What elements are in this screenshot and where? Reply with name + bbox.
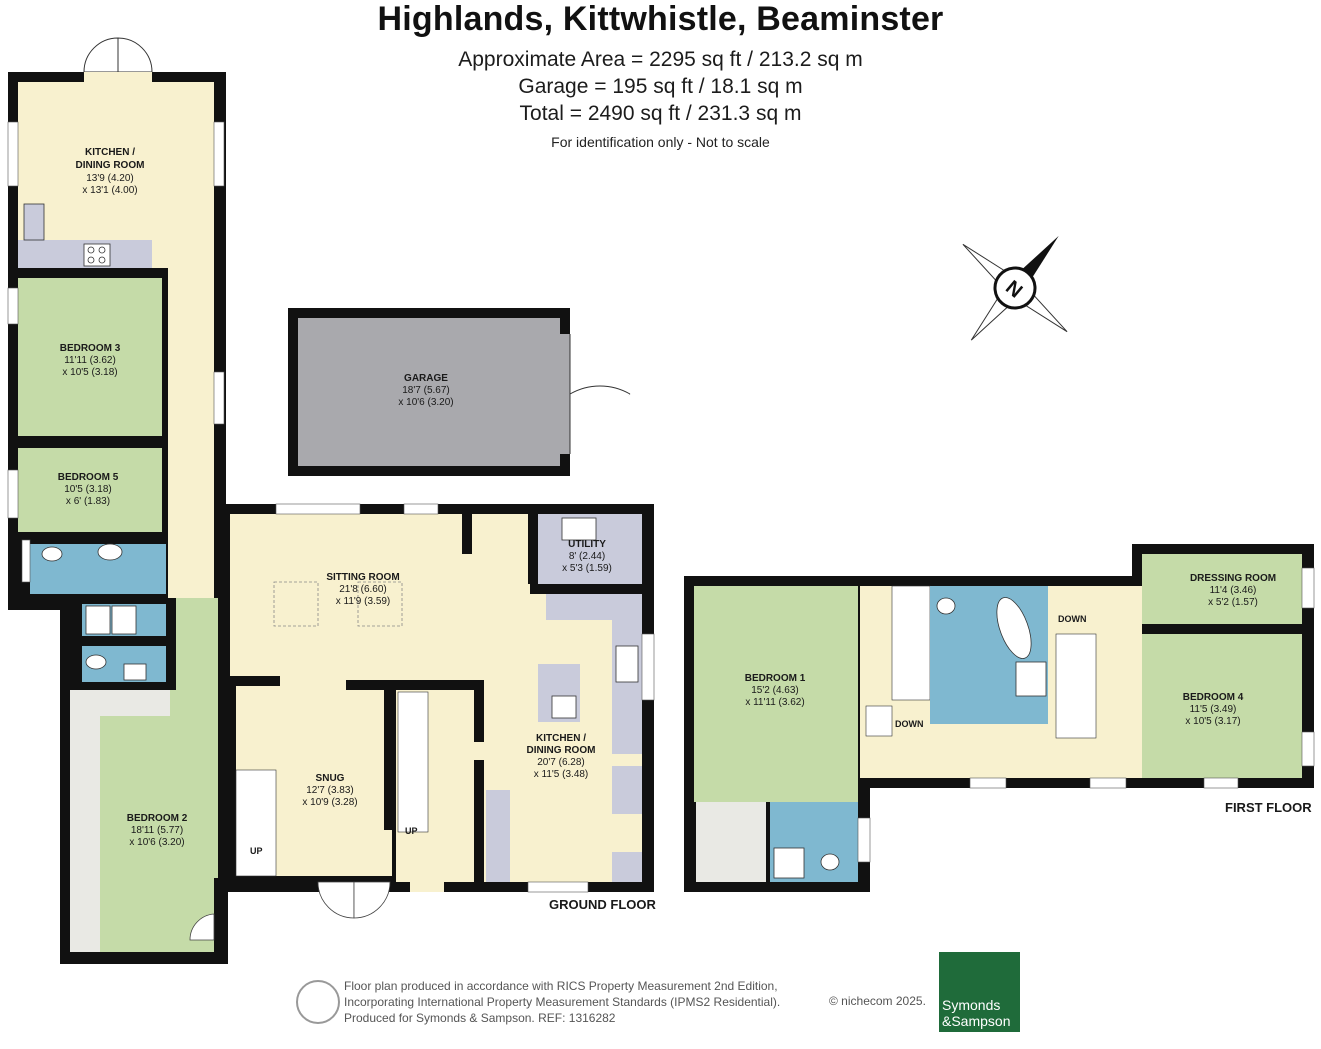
snug-name: SNUG — [316, 773, 345, 784]
kitchen-main-dim-1: 20'7 (6.28) — [537, 757, 585, 768]
dressing-room-name: DRESSING ROOM — [1190, 573, 1276, 584]
dressing-room-dim-1: 11'4 (3.46) — [1210, 585, 1257, 596]
kitchen-main-dim-2: x 11'5 (3.48) — [534, 769, 589, 780]
snug-dim-2: x 10'9 (3.28) — [302, 797, 357, 808]
sitting-room-dim-1: 21'8 (6.60) — [339, 584, 387, 595]
sitting-room-name: SITTING ROOM — [326, 572, 399, 583]
first-floor-block — [684, 544, 1315, 892]
bedroom-5-dim-2: x 6' (1.83) — [66, 496, 110, 507]
bedroom-3-dim-2: x 10'5 (3.18) — [62, 367, 117, 378]
identification-note: For identification only - Not to scale — [551, 134, 770, 150]
kitchen-top-dim-2: x 13'1 (4.00) — [82, 185, 137, 196]
garage-dim-2: x 10'6 (3.20) — [398, 397, 453, 408]
compass-rose — [962, 235, 1068, 341]
stair-down-label-landing: DOWN — [1058, 614, 1087, 624]
footer-line-1: Floor plan produced in accordance with R… — [344, 979, 778, 993]
ground-floor-label: GROUND FLOOR — [549, 897, 656, 912]
dressing-room — [1142, 554, 1302, 624]
snug-dim-1: 12'7 (3.83) — [306, 785, 354, 796]
copyright-text: © nichecom 2025. — [829, 994, 926, 1008]
kitchen-top-name-2: DINING ROOM — [76, 160, 145, 171]
garage-dim-1: 18'7 (5.67) — [402, 385, 450, 396]
bedroom-1-room — [694, 586, 858, 802]
bedroom-4-name: BEDROOM 4 — [1183, 692, 1244, 703]
garage-block — [288, 308, 631, 476]
bedroom-3-dim-1: 11'11 (3.62) — [64, 355, 116, 366]
kitchen-top-dim-1: 13'9 (4.20) — [86, 173, 134, 184]
approximate-area: Approximate Area = 2295 sq ft / 213.2 sq… — [458, 48, 863, 71]
utility-name: UTILITY — [568, 539, 606, 550]
bedroom-5-dim-1: 10'5 (3.18) — [64, 484, 112, 495]
room-labels: KITCHEN / DINING ROOM 13'9 (4.20) x 13'1… — [58, 147, 1313, 912]
stair-down-label-small: DOWN — [895, 719, 924, 729]
footer-disclaimer: Floor plan produced in accordance with R… — [344, 978, 780, 1026]
bedroom-4-dim-2: x 10'5 (3.17) — [1185, 716, 1240, 727]
total-area: Total = 2490 sq ft / 231.3 sq m — [519, 102, 802, 125]
logo-line-1: Symonds — [942, 997, 1001, 1013]
garage-area: Garage = 195 sq ft / 18.1 sq m — [518, 75, 803, 98]
bedroom-3-name: BEDROOM 3 — [60, 343, 121, 354]
kitchen-dining-top-room — [18, 82, 214, 268]
accessibility-person-icon — [296, 980, 340, 1024]
footer-line-3: Produced for Symonds & Sampson. REF: 131… — [344, 1011, 616, 1025]
footer-line-2: Incorporating International Property Mea… — [344, 995, 781, 1009]
garage-name: GARAGE — [404, 373, 448, 384]
garage-room — [298, 318, 560, 466]
bedroom-5-room — [18, 448, 162, 532]
utility-dim-2: x 5'3 (1.59) — [562, 563, 612, 574]
symonds-sampson-logo: Symonds &Sampson — [939, 952, 1020, 1032]
bedroom-2-dim-2: x 10'6 (3.20) — [129, 837, 184, 848]
page-title: Highlands, Kittwhistle, Beaminster — [377, 0, 944, 38]
utility-dim-1: 8' (2.44) — [569, 551, 605, 562]
dressing-room-dim-2: x 5'2 (1.57) — [1208, 597, 1258, 608]
kitchen-main-name-1: KITCHEN / — [536, 733, 586, 744]
bedroom-4-room — [1142, 634, 1302, 778]
sitting-room-dim-2: x 11'9 (3.59) — [336, 596, 391, 607]
bedroom-1-dim-2: x 11'11 (3.62) — [745, 697, 804, 708]
bedroom-2-dim-1: 18'11 (5.77) — [131, 825, 183, 836]
bedroom-4-dim-1: 11'5 (3.49) — [1190, 704, 1237, 715]
west-corridor — [168, 268, 214, 598]
logo-line-2: &Sampson — [942, 1013, 1011, 1029]
west-wing — [7, 37, 228, 964]
bedroom-5-name: BEDROOM 5 — [58, 472, 119, 483]
stair-up-label-snug: UP — [250, 846, 263, 856]
main-ground-block — [220, 503, 655, 919]
stair-up-label-hall: UP — [405, 826, 418, 836]
bedroom-1-dim-1: 15'2 (4.63) — [751, 685, 799, 696]
bedroom-3-room — [18, 278, 162, 436]
bedroom-2-name: BEDROOM 2 — [127, 813, 188, 824]
first-floor-label: FIRST FLOOR — [1225, 800, 1312, 815]
kitchen-main-name-2: DINING ROOM — [527, 745, 596, 756]
bedroom-1-name: BEDROOM 1 — [745, 673, 806, 684]
kitchen-top-name-1: KITCHEN / — [85, 147, 135, 158]
